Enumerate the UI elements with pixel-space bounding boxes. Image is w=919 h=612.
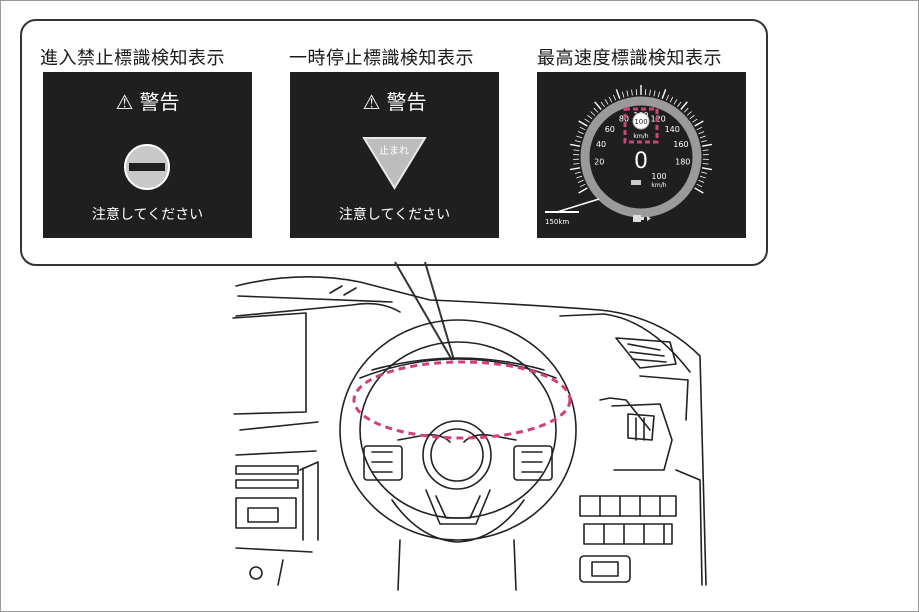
gauge-tick — [699, 175, 706, 179]
speedometer-gauge: 20406080100120140160180 100 km/h 0 100 k… — [545, 85, 713, 226]
limit-unit: km/h — [651, 182, 666, 189]
gauge-scale-label: 160 — [673, 140, 688, 149]
speed-sign-icon — [632, 112, 650, 130]
gauge-tick — [593, 107, 599, 113]
gauge-tick — [653, 90, 656, 97]
stop-sign-icon: 止まれ — [362, 137, 427, 190]
warning-heading: ⚠警告 — [115, 90, 180, 114]
panel-title-stop: 一時停止標識検知表示 — [289, 48, 474, 69]
no-entry-sign-icon — [124, 144, 170, 190]
stop-sign-display: ⚠警告 止まれ 注意してください — [290, 72, 499, 238]
gauge-tick — [576, 175, 583, 179]
gauge-tick — [698, 179, 705, 183]
gauge-tick — [677, 101, 682, 108]
hud-area-highlight — [352, 360, 572, 440]
panel-title-speed-limit: 最高速度標識検知表示 — [537, 48, 722, 69]
gauge-tick — [701, 167, 713, 171]
gauge-scale-label: 80 — [619, 115, 629, 124]
gauge-scale-label: 20 — [594, 157, 604, 166]
gauge-tick — [579, 183, 586, 188]
speed-sign-unit: km/h — [633, 133, 648, 140]
warning-heading: ⚠警告 — [362, 90, 427, 114]
gauge-tick — [665, 94, 670, 101]
fuel-icon — [633, 215, 641, 222]
gauge-scale-label: 60 — [605, 125, 615, 134]
warning-triangle-icon: ⚠ — [115, 90, 134, 114]
gauge-tick — [701, 143, 713, 147]
gauge-tick — [698, 131, 705, 135]
limit-value: 100 — [651, 172, 666, 181]
gauge-tick — [612, 94, 617, 101]
gauge-tick — [576, 135, 583, 139]
gauge-tick — [569, 167, 581, 171]
gauge-tick — [626, 90, 629, 97]
gauge-tick — [702, 163, 709, 165]
gauge-tick — [577, 179, 584, 183]
gauge-tick — [673, 99, 678, 105]
gauge-tick — [569, 143, 581, 147]
gauge-scale-label: 180 — [675, 157, 690, 166]
gauge-tick — [574, 140, 581, 143]
gauge-tick — [600, 101, 605, 108]
gauge-tick — [680, 101, 688, 110]
caution-text: 注意してください — [91, 207, 204, 223]
no-entry-display: ⚠警告 注意してください — [43, 72, 252, 238]
gauge-tick — [702, 149, 709, 151]
gauge-tick — [696, 126, 703, 131]
gauge-tick — [584, 118, 590, 123]
gauge-tick — [608, 96, 613, 103]
gauge-scale-label: 40 — [596, 140, 606, 149]
gauge-tick — [649, 89, 651, 96]
gauge-tick — [657, 91, 661, 98]
gauge-needle — [556, 198, 600, 213]
stop-sign-text: 止まれ — [379, 145, 409, 157]
car-icon — [631, 180, 641, 185]
gauge-tick — [694, 187, 704, 194]
odometer: 150km — [545, 218, 569, 226]
warning-triangle-icon: ⚠ — [362, 90, 381, 114]
gauge-tick — [661, 89, 667, 99]
gauge-tick — [615, 89, 621, 99]
gauge-ring — [580, 96, 702, 218]
gauge-tick — [587, 114, 593, 120]
panel-title-no-entry: 進入禁止標識検知表示 — [40, 48, 225, 69]
speed-sign-value: 100 — [634, 118, 647, 126]
gauge-tick — [683, 107, 689, 113]
gauge-tick — [579, 126, 586, 131]
gauge-tick — [631, 89, 633, 96]
gauge-tick — [686, 111, 692, 116]
gauge-tick — [577, 131, 584, 135]
gauge-tick — [578, 187, 588, 194]
gauge-tick — [701, 171, 708, 174]
gauge-tick — [692, 118, 698, 123]
gauge-scale-label: 140 — [665, 125, 680, 134]
speed-sign-highlight — [623, 107, 659, 144]
gauge-tick — [689, 114, 695, 120]
gauge-tick — [573, 163, 580, 165]
current-speed: 0 — [634, 149, 648, 174]
gauge-tick — [590, 111, 596, 116]
speed-limit-display: 20406080100120140160180 100 km/h 0 100 k… — [537, 72, 746, 238]
gauge-tick — [621, 91, 625, 98]
gauge-tick — [669, 96, 674, 103]
gauge-tick — [696, 183, 703, 188]
gauge-tick — [578, 120, 588, 127]
gauge-tick — [594, 101, 602, 110]
gauge-tick — [574, 171, 581, 174]
gauge-tick — [701, 140, 708, 143]
gauge-tick — [573, 149, 580, 151]
gauge-tick — [694, 120, 704, 127]
gauge-tick — [604, 99, 609, 105]
gauge-tick — [699, 135, 706, 139]
caution-text: 注意してください — [338, 207, 451, 223]
